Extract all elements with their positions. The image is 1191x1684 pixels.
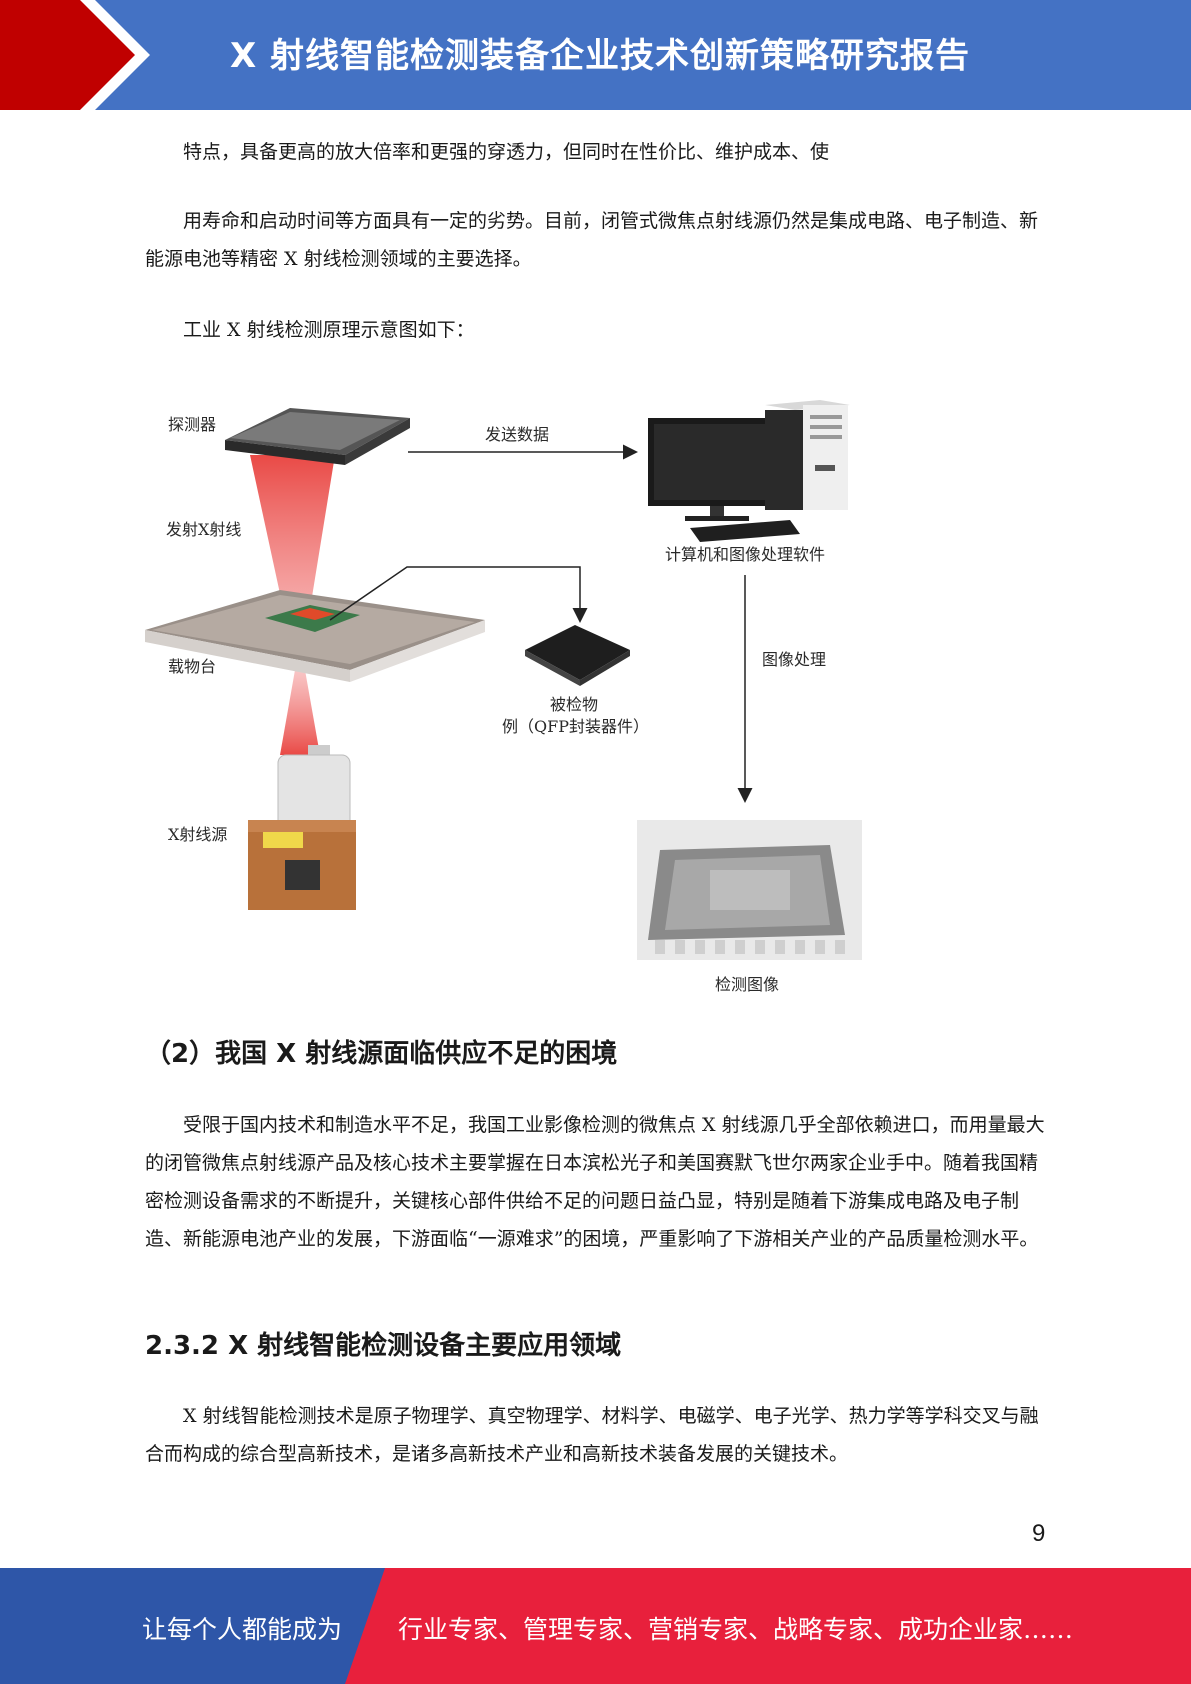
footer-slogan-left: 让每个人都能成为 xyxy=(142,1615,343,1644)
label-object-line2: 例（QFP封装器件） xyxy=(502,717,649,736)
paragraph-5: X 射线智能检测技术是原子物理学、真空物理学、材料学、电磁学、电子光学、热力学等… xyxy=(145,1405,1039,1465)
detector-icon xyxy=(225,408,410,465)
label-computer: 计算机和图像处理软件 xyxy=(665,545,825,564)
xray-beam-lower xyxy=(280,670,320,755)
label-image-processing: 图像处理 xyxy=(762,650,826,669)
paragraph-3: 工业 X 射线检测原理示意图如下： xyxy=(183,319,475,341)
label-stage: 载物台 xyxy=(168,657,216,676)
section-heading-supply: （2）我国 X 射线源面临供应不足的困境 xyxy=(145,1039,618,1069)
stage-icon xyxy=(145,590,485,682)
footer-bar xyxy=(0,1568,1191,1684)
header-arrow-icon xyxy=(0,0,150,110)
object-callout-arrow xyxy=(329,566,588,623)
page-number: 9 xyxy=(1032,1520,1046,1547)
header-bar: X 射线智能检测装备企业技术创新策略研究报告 xyxy=(0,0,1191,110)
paragraph-2: 用寿命和启动时间等方面具有一定的劣势。目前，闭管式微焦点射线源仍然是集成电路、电… xyxy=(145,210,1039,270)
page-title: X 射线智能检测装备企业技术创新策略研究报告 xyxy=(230,36,971,76)
label-inspection-image: 检测图像 xyxy=(715,975,779,994)
label-object-line1: 被检物 xyxy=(550,695,598,714)
qfp-chip-icon xyxy=(525,625,630,686)
footer-slogan-right: 行业专家、管理专家、营销专家、战略专家、成功企业家…… xyxy=(398,1615,1074,1644)
xray-principle-diagram: 探测器 发射X射线 载物台 X射线源 发送数据 计算机和 xyxy=(145,400,862,994)
paragraph-1: 特点，具备更高的放大倍率和更强的穿透力，但同时在性价比、维护成本、使 xyxy=(183,141,830,163)
computer-icon xyxy=(648,400,850,542)
inspection-image xyxy=(637,820,862,960)
label-send-data: 发送数据 xyxy=(485,425,549,444)
section-heading-applications: 2.3.2 X 射线智能检测设备主要应用领域 xyxy=(145,1331,622,1361)
label-detector: 探测器 xyxy=(168,415,216,434)
xray-source-icon xyxy=(248,745,356,910)
label-xray-source: X射线源 xyxy=(168,825,227,844)
label-emit-xray: 发射X射线 xyxy=(166,520,241,539)
paragraph-4: 受限于国内技术和制造水平不足，我国工业影像检测的微焦点 X 射线源几乎全部依赖进… xyxy=(145,1114,1045,1250)
xray-beam-upper xyxy=(250,455,335,640)
